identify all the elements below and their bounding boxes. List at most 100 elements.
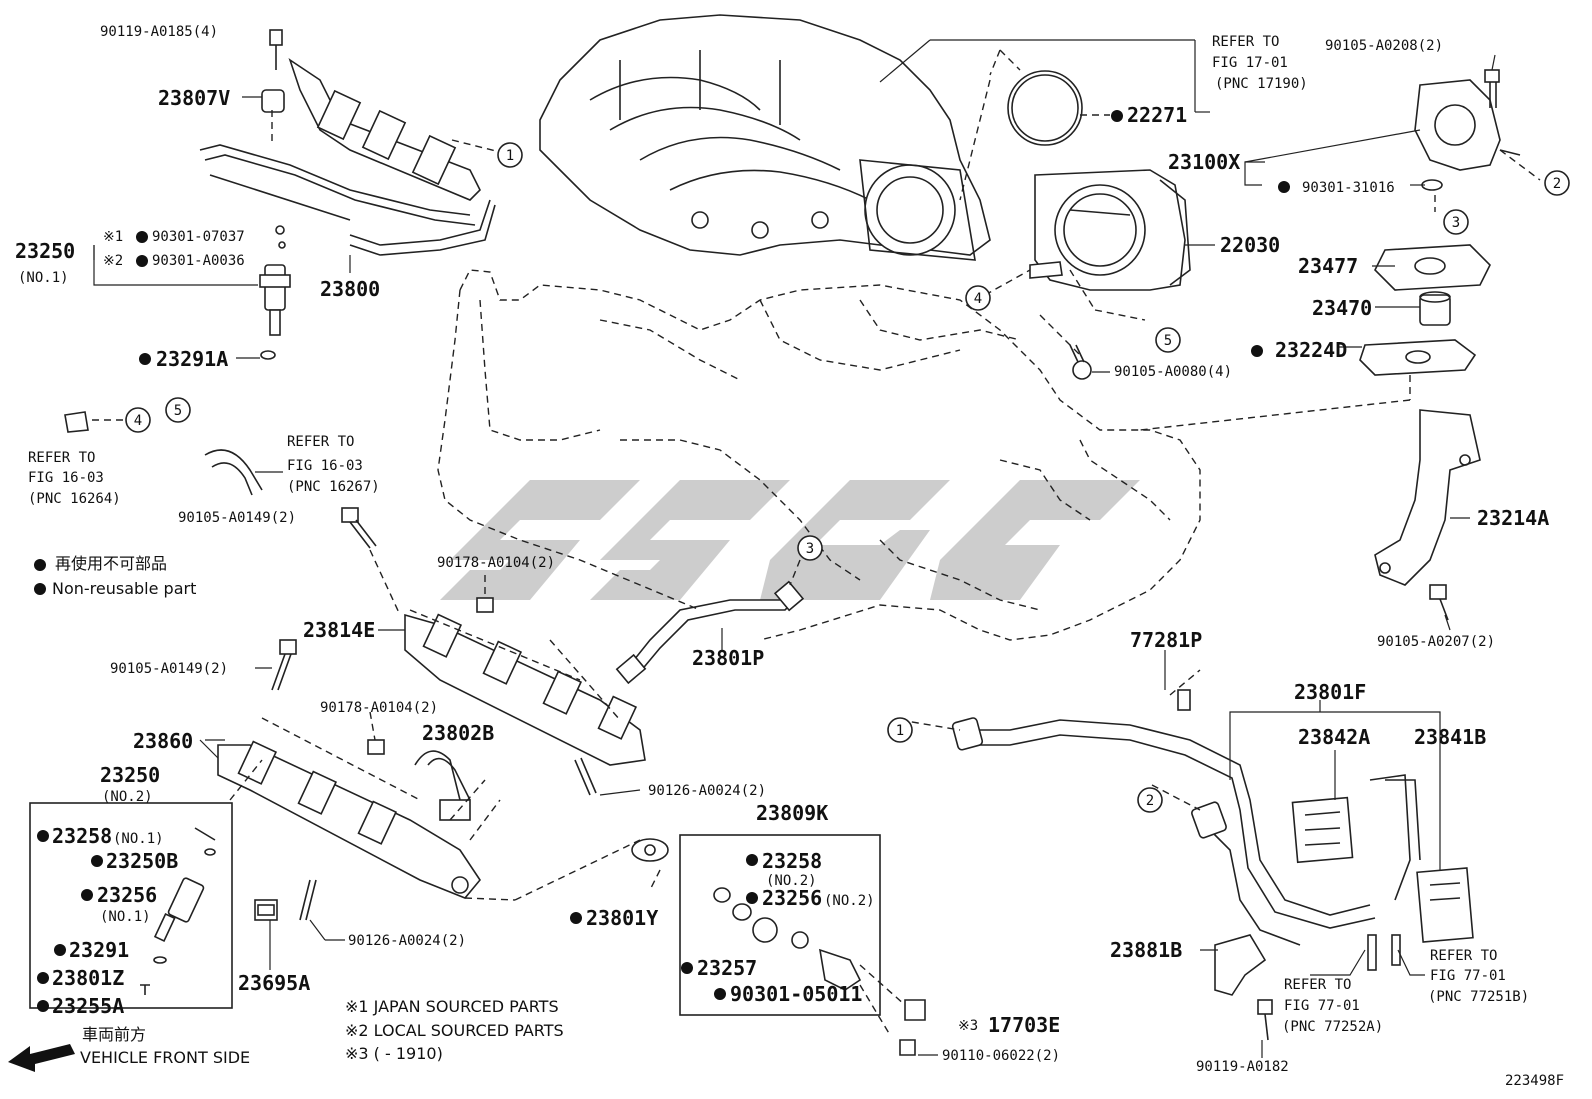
- svg-text:1: 1: [506, 148, 514, 164]
- intake-manifold: [539, 14, 991, 261]
- label-23860: 23860: [133, 729, 193, 753]
- label-90178-A0104-lower: 90178-A0104(2): [320, 700, 438, 716]
- ref-17190-line2: FIG 17-01: [1212, 55, 1288, 71]
- label-23256-no1: 23256: [97, 883, 157, 907]
- connector-pins-ref: [1367, 934, 1401, 971]
- stud-90126-A0024-upper: [574, 757, 597, 796]
- svg-text:2: 2: [1553, 176, 1561, 192]
- ref-77252A-line1: REFER TO: [1284, 977, 1351, 993]
- mark-1: ※1: [103, 229, 123, 245]
- label-23291: 23291: [69, 938, 129, 962]
- label-23814E: 23814E: [303, 618, 375, 642]
- ref-17190-line1: REFER TO: [1212, 34, 1279, 50]
- svg-text:1: 1: [896, 723, 904, 739]
- non-reusable-dots: [34, 110, 1290, 1012]
- callout-5-mid: 5: [1155, 327, 1181, 353]
- stud-90126-A0024-lower: [299, 879, 317, 921]
- label-23807V: 23807V: [158, 86, 230, 110]
- svg-text:3: 3: [1452, 215, 1460, 231]
- label-22030: 22030: [1220, 233, 1280, 257]
- label-23258-no1: 23258: [52, 824, 112, 848]
- label-90110-06022: 90110-06022(2): [942, 1048, 1060, 1064]
- lifter-23470: [1419, 291, 1451, 326]
- bolt-90105-A0149-upper: [341, 507, 377, 549]
- callout-5-left: 5: [165, 397, 191, 423]
- label-23250-no1: 23250: [15, 239, 75, 263]
- label-23809K: 23809K: [756, 801, 828, 825]
- fuel-pipe-23801P: [615, 580, 805, 685]
- callout-4-mid: 4: [965, 285, 991, 311]
- label-23842A: 23842A: [1298, 725, 1370, 749]
- hose-23802B: [414, 750, 471, 821]
- legend-jp: 再使用不可部品: [55, 554, 167, 573]
- label-23250B: 23250B: [106, 849, 178, 873]
- pump-seal-kit-box: [679, 834, 926, 1056]
- label-90119-A0185: 90119-A0185(4): [100, 24, 218, 40]
- note-1: ※1 JAPAN SOURCED PARTS: [345, 997, 559, 1016]
- label-77281P: 77281P: [1130, 628, 1202, 652]
- callout-4-left: 4: [125, 407, 151, 433]
- gasket-23801Y: [631, 838, 669, 862]
- bolt-90119-A0182: [1257, 999, 1273, 1041]
- svg-text:5: 5: [174, 403, 182, 419]
- fuel-rail-23860: [217, 740, 481, 899]
- label-23214A: 23214A: [1477, 506, 1549, 530]
- label-23477: 23477: [1298, 254, 1358, 278]
- gasket-ring-22271: [1007, 70, 1083, 146]
- nut-90178-A0104: [367, 597, 494, 755]
- label-23695A: 23695A: [238, 971, 310, 995]
- label-23224D: 23224D: [1275, 338, 1347, 362]
- fuel-rail-23807: [261, 29, 481, 201]
- engine-block-outline: [437, 269, 1201, 641]
- hose-ref-16267: [204, 449, 263, 496]
- label-23256-no2: 23256: [762, 886, 822, 910]
- note-3: ※3 ( - 1910): [345, 1044, 443, 1063]
- callout-2-right: 2: [1544, 170, 1570, 196]
- bolt-90105-A0080: [1069, 344, 1092, 380]
- bolt-90105-A0207: [1429, 584, 1449, 621]
- label-23800: 23800: [320, 277, 380, 301]
- label-90105-A0080: 90105-A0080(4): [1114, 364, 1232, 380]
- label-23291A: 23291A: [156, 347, 228, 371]
- diagram-id: 223498F: [1505, 1073, 1564, 1089]
- injector-kit-box-no2: [29, 802, 233, 1009]
- ref-77251B-line3: (PNC 77251B): [1428, 989, 1529, 1005]
- callout-1-harness: 1: [887, 717, 913, 743]
- fuel-pump-23100X: [1414, 69, 1521, 191]
- label-23881B: 23881B: [1110, 938, 1182, 962]
- label-90178-A0104-upper: 90178-A0104(2): [437, 555, 555, 571]
- label-23801P: 23801P: [692, 646, 764, 670]
- ref-17190-line3: (PNC 17190): [1215, 76, 1308, 92]
- label-22271: 22271: [1127, 103, 1187, 127]
- throttle-body-22030: [1029, 169, 1191, 291]
- ref-16264-line2: FIG 16-03: [28, 470, 104, 486]
- ref-16267-line3: (PNC 16267): [287, 479, 380, 495]
- label-23801F: 23801F: [1294, 680, 1366, 704]
- mark-3: ※3: [958, 1018, 978, 1034]
- svg-text:4: 4: [134, 413, 142, 429]
- callout-3-right: 3: [1443, 209, 1469, 235]
- front-arrow-icon: [8, 1044, 75, 1072]
- note-2: ※2 LOCAL SOURCED PARTS: [345, 1021, 564, 1040]
- ref-16264-line1: REFER TO: [28, 450, 95, 466]
- ref-16264-line3: (PNC 16264): [28, 491, 121, 507]
- label-23801Y: 23801Y: [586, 906, 658, 930]
- label-23256-no1-sub: (NO.1): [100, 909, 151, 925]
- label-90105-A0149-lower: 90105-A0149(2): [110, 661, 228, 677]
- mark-2: ※2: [103, 253, 123, 269]
- label-90126-A0024-lower: 90126-A0024(2): [348, 933, 466, 949]
- label-23256-no2-sub: (NO.2): [824, 893, 875, 909]
- label-23841B: 23841B: [1414, 725, 1486, 749]
- label-90105-A0207: 90105-A0207(2): [1377, 634, 1495, 650]
- watermark-logo: [440, 480, 1140, 600]
- label-90301-07037: 90301-07037: [152, 229, 245, 245]
- label-23257: 23257: [697, 956, 757, 980]
- label-90301-A0036: 90301-A0036: [152, 253, 245, 269]
- svg-text:5: 5: [1164, 333, 1172, 349]
- label-23250-no2: 23250: [100, 763, 160, 787]
- label-23100X: 23100X: [1168, 150, 1240, 174]
- label-no2: (NO.2): [102, 789, 153, 805]
- label-90105-A0149-upper: 90105-A0149(2): [178, 510, 296, 526]
- label-23470: 23470: [1312, 296, 1372, 320]
